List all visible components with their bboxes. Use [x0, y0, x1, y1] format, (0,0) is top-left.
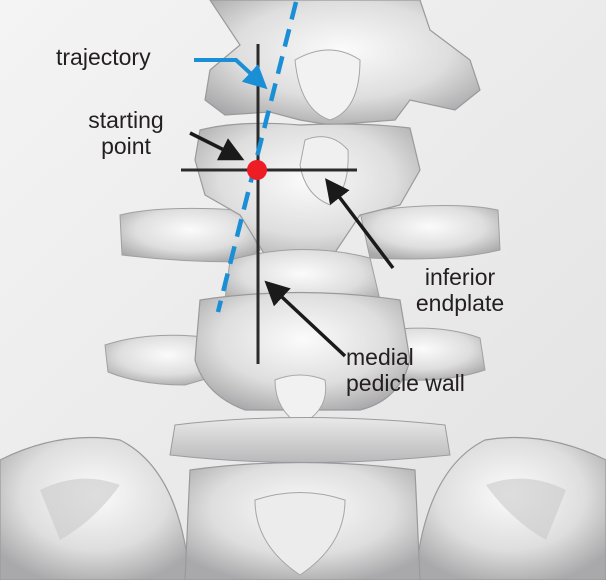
inferior-endplate-label-line-2: endplate: [396, 290, 524, 316]
inferior-endplate-label: inferior endplate: [396, 264, 524, 316]
medial-pedicle-wall-label-line-2: pedicle wall: [346, 370, 465, 396]
starting-point-label-line-2: point: [66, 133, 186, 159]
starting-point-label-line-1: starting: [66, 107, 186, 133]
starting-point-label: starting point: [66, 107, 186, 159]
intervertebral-disc: [170, 418, 450, 463]
trajectory-label-text: trajectory: [56, 44, 151, 70]
trajectory-label: trajectory: [56, 44, 151, 70]
medial-pedicle-wall-label-line-1: medial: [346, 344, 465, 370]
medial-pedicle-wall-label: medial pedicle wall: [346, 344, 465, 396]
inferior-endplate-label-line-1: inferior: [396, 264, 524, 290]
starting-point-dot: [247, 160, 267, 180]
